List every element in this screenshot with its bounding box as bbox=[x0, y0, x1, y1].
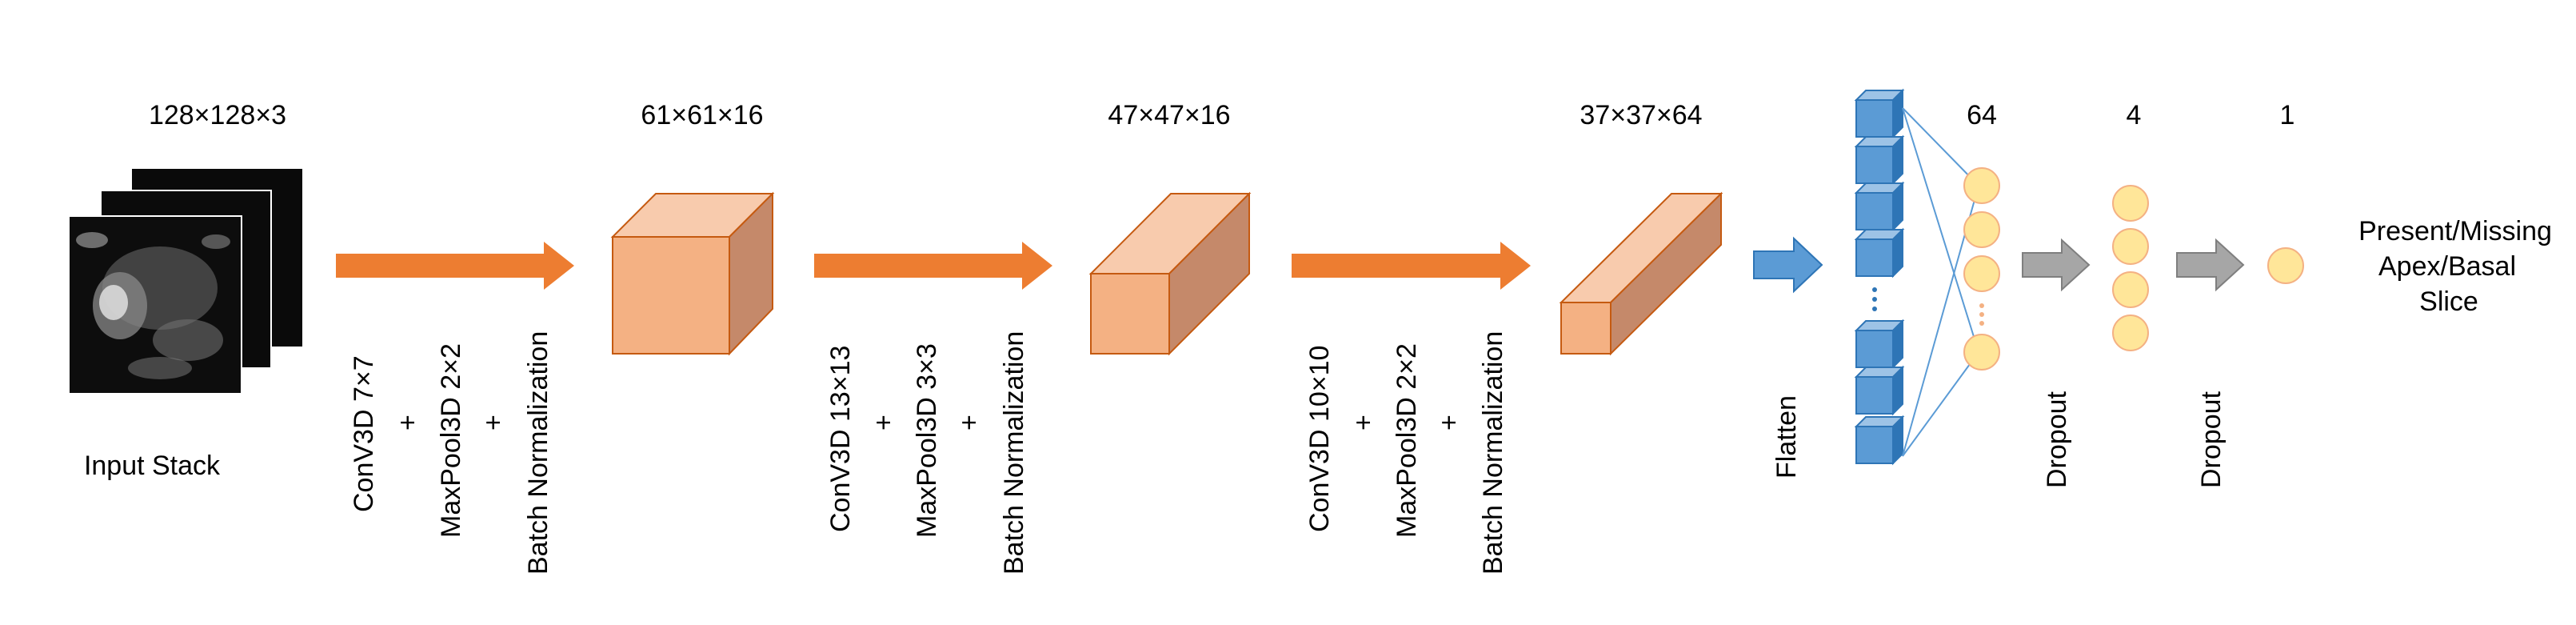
flat-cube bbox=[1854, 319, 1905, 370]
output-line-2: Apex/Basal bbox=[2378, 251, 2516, 282]
flat-cube bbox=[1854, 181, 1905, 232]
flatten-arrow bbox=[1753, 236, 1823, 294]
stage-1-op-conv: ConV3D 7×7 bbox=[349, 355, 379, 512]
stage-2-op-plus-2: + bbox=[954, 415, 984, 431]
stage-2-dims: 47×47×16 bbox=[1108, 100, 1230, 130]
orange-arrow-3 bbox=[1292, 242, 1531, 290]
dense-3-units: 1 bbox=[2280, 100, 2295, 130]
flat-ellipsis bbox=[1872, 287, 1877, 311]
stage-3-op-plus-2: + bbox=[1434, 415, 1464, 431]
stage-1-op-plus-2: + bbox=[478, 415, 509, 431]
neuron-ellipsis bbox=[1979, 303, 1984, 326]
stage-3-dims: 37×37×64 bbox=[1580, 100, 1702, 130]
output-neuron bbox=[2267, 247, 2304, 284]
neuron bbox=[2112, 315, 2149, 351]
neuron bbox=[2112, 271, 2149, 308]
dense-1-units: 64 bbox=[1967, 100, 1997, 130]
stage-1-op-pool: MaxPool3D 2×2 bbox=[436, 343, 466, 538]
stage-1-ops: ConV3D 7×7 + MaxPool3D 2×2 + Batch Norma… bbox=[349, 331, 553, 575]
stage-2-op-conv: ConV3D 13×13 bbox=[825, 346, 856, 532]
feature-map-cube-1 bbox=[610, 191, 775, 356]
neuron bbox=[1963, 167, 2000, 204]
stage-2-ops: ConV3D 13×13 + MaxPool3D 3×3 + Batch Nor… bbox=[825, 331, 1029, 575]
stage-2-op-pool: MaxPool3D 3×3 bbox=[912, 343, 942, 538]
stage-2-op-plus-1: + bbox=[869, 415, 899, 431]
flat-cube bbox=[1854, 365, 1905, 416]
stage-1-op-bn: Batch Normalization bbox=[523, 331, 553, 575]
dropout-2-label: Dropout bbox=[2196, 391, 2227, 488]
dense-2-units: 4 bbox=[2127, 100, 2142, 130]
flat-cube bbox=[1854, 415, 1905, 466]
dropout-arrow-1 bbox=[2022, 238, 2091, 292]
input-label: Input Stack bbox=[84, 451, 221, 481]
flat-cube bbox=[1854, 88, 1905, 139]
dense-layer-4 bbox=[2112, 185, 2149, 351]
input-stack-image bbox=[68, 169, 302, 395]
dropout-1-label: Dropout bbox=[2042, 391, 2072, 488]
stage-3-op-conv: ConV3D 10×10 bbox=[1304, 346, 1335, 532]
output-label: Present/Missing Apex/Basal Slice bbox=[2358, 216, 2552, 317]
stage-1-dims: 61×61×16 bbox=[641, 100, 763, 130]
flatten-label: Flatten bbox=[1771, 395, 1802, 479]
orange-arrow-2 bbox=[814, 242, 1052, 290]
neuron bbox=[1963, 334, 2000, 371]
feature-map-cube-2 bbox=[1088, 191, 1252, 356]
neuron bbox=[2112, 228, 2149, 265]
flat-cube bbox=[1854, 227, 1905, 278]
input-dims-label: 128×128×3 bbox=[149, 100, 286, 130]
stage-3-op-plus-1: + bbox=[1348, 415, 1379, 431]
dropout-arrow-2 bbox=[2176, 238, 2245, 292]
neuron bbox=[2112, 185, 2149, 222]
dense-layer-64 bbox=[1963, 167, 2000, 371]
stage-3-ops: ConV3D 10×10 + MaxPool3D 2×2 + Batch Nor… bbox=[1304, 331, 1508, 575]
output-line-3: Slice bbox=[2419, 286, 2478, 317]
neuron bbox=[1963, 211, 2000, 248]
flattened-vector bbox=[1854, 88, 1905, 466]
stage-1-op-plus-1: + bbox=[393, 415, 423, 431]
stage-3-op-bn: Batch Normalization bbox=[1478, 331, 1508, 575]
output-line-1: Present/Missing bbox=[2358, 216, 2552, 246]
flat-cube bbox=[1854, 134, 1905, 186]
stage-3-op-pool: MaxPool3D 2×2 bbox=[1392, 343, 1422, 538]
stage-2-op-bn: Batch Normalization bbox=[999, 331, 1029, 575]
feature-map-cube-3 bbox=[1559, 191, 1723, 356]
orange-arrow-1 bbox=[336, 242, 574, 290]
neuron bbox=[1963, 255, 2000, 292]
